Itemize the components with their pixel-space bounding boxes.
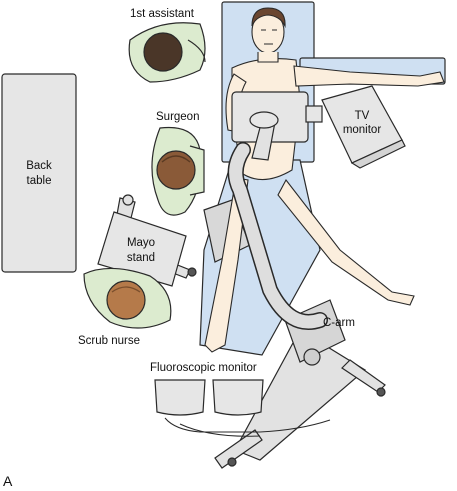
first-assistant [128, 22, 206, 83]
head-topview-icon [156, 150, 196, 190]
surgeon [151, 126, 205, 216]
label-tv-monitor-2: monitor [343, 124, 382, 136]
label-back-table-2: table [27, 175, 52, 187]
label-tv-monitor-1: TV [355, 110, 370, 122]
label-first-assistant: 1st assistant [130, 8, 195, 20]
head-topview-icon [143, 32, 183, 72]
label-scrub-nurse: Scrub nurse [78, 335, 140, 347]
figure-label: A [3, 473, 13, 489]
tv-monitor [321, 85, 406, 169]
scrub-nurse [83, 267, 172, 329]
c-arm [227, 91, 328, 330]
label-surgeon: Surgeon [156, 111, 199, 123]
fluoroscopic-monitor [154, 379, 331, 437]
label-c-arm: C-arm [323, 317, 355, 329]
label-back-table-1: Back [26, 160, 52, 172]
label-mayo-stand-1: Mayo [127, 237, 155, 249]
label-mayo-stand-2: stand [127, 252, 155, 264]
mayo-stand [97, 194, 197, 287]
back-table [1, 73, 77, 273]
head-topview-icon [106, 280, 146, 320]
label-fluoroscopic-monitor: Fluoroscopic monitor [150, 362, 257, 374]
